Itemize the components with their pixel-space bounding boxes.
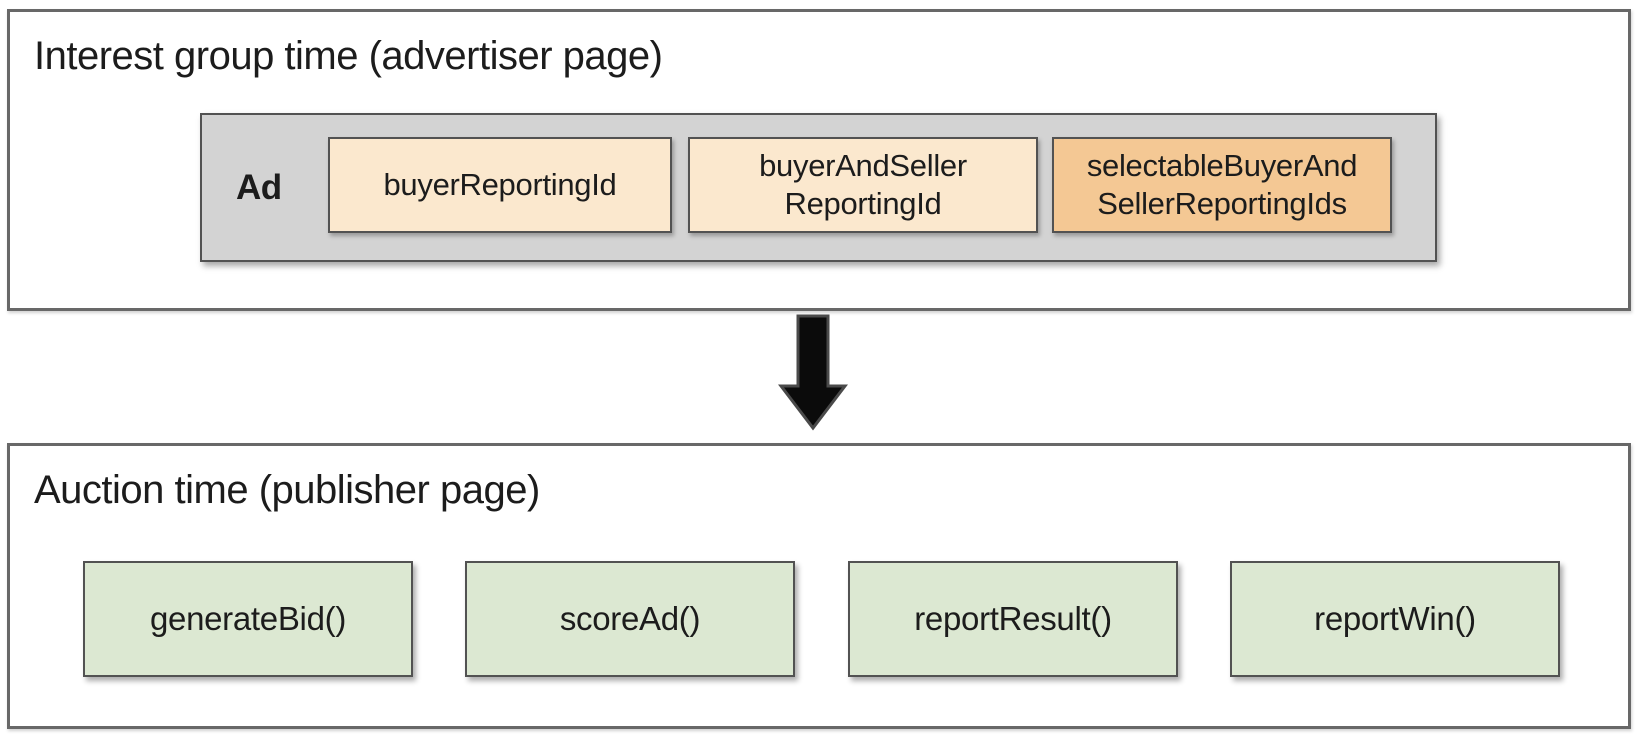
ad-label: Ad xyxy=(236,167,282,207)
auction-panel: Auction time (publisher page) generateBi… xyxy=(7,443,1631,729)
interest-group-panel: Interest group time (advertiser page) Ad… xyxy=(7,9,1631,311)
score-ad-label: scoreAd() xyxy=(559,600,701,637)
down-arrow-icon xyxy=(778,314,848,431)
generate-bid-label: generateBid() xyxy=(149,600,347,637)
score-ad-box: scoreAd() xyxy=(465,561,795,677)
selectable-buyer-and-seller-reporting-ids-label: selectableBuyerAnd SellerReportingIds xyxy=(1086,148,1358,221)
interest-group-title: Interest group time (advertiser page) xyxy=(34,34,663,78)
report-win-box: reportWin() xyxy=(1230,561,1560,677)
report-result-box: reportResult() xyxy=(848,561,1178,677)
selectable-buyer-and-seller-reporting-ids-box: selectableBuyerAnd SellerReportingIds xyxy=(1052,137,1392,233)
generate-bid-box: generateBid() xyxy=(83,561,413,677)
ad-container: Ad buyerReportingId buyerAndSeller Repor… xyxy=(200,113,1437,262)
report-result-label: reportResult() xyxy=(914,600,1112,637)
buyer-reporting-id-box: buyerReportingId xyxy=(328,137,672,233)
auction-title: Auction time (publisher page) xyxy=(34,468,540,512)
buyer-and-seller-reporting-id-box: buyerAndSeller ReportingId xyxy=(688,137,1038,233)
buyer-and-seller-reporting-id-label: buyerAndSeller ReportingId xyxy=(759,148,967,221)
buyer-reporting-id-label: buyerReportingId xyxy=(383,167,617,203)
report-win-label: reportWin() xyxy=(1314,600,1476,637)
